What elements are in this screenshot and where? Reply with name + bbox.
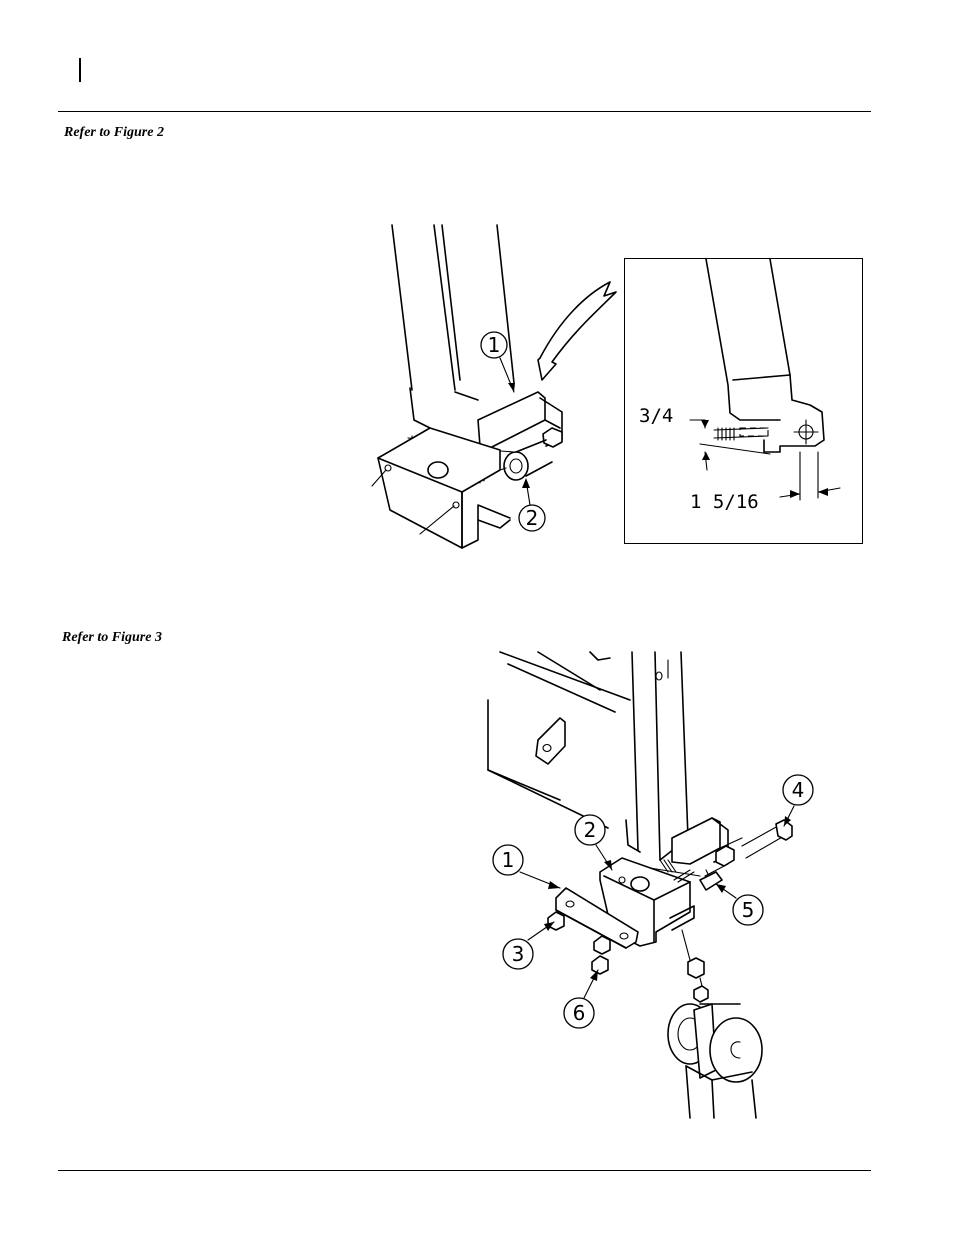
fig3-bolt (741, 819, 793, 859)
fig3-callout-1-label: 1 (502, 848, 515, 872)
fig2-callout-1: 1 (480, 331, 515, 393)
heading-refer-figure-3: Refer to Figure 3 (62, 630, 162, 645)
fig3-clamp-plate (555, 887, 639, 949)
fig3-upright-tube (631, 651, 689, 861)
fig3-wheel-assembly (667, 1003, 763, 1119)
fig2-bracket (371, 387, 563, 549)
fig3-callout-2: 2 (574, 814, 613, 871)
fig3-callout-6-label: 6 (573, 1001, 586, 1025)
fig3-carriage-bolt (681, 929, 709, 1003)
footer-rule (58, 1170, 871, 1171)
fig3-callout-4: 4 (782, 774, 814, 827)
margin-change-bar (79, 58, 81, 82)
fig3-callout-4-label: 4 (792, 778, 805, 802)
fig3-frame-beam (487, 651, 631, 829)
fig2-dim-3-4: 3/4 (639, 405, 673, 427)
heading-refer-figure-2: Refer to Figure 2 (64, 125, 164, 140)
fig3-callout-5: 5 (715, 883, 764, 926)
fig3-callout-3: 3 (502, 921, 555, 970)
fig3-upper-bracket (625, 817, 743, 883)
fig2-callout-2: 2 (518, 478, 546, 532)
fig2-detail-arrow (537, 281, 617, 381)
fig3-callout-2-label: 2 (584, 818, 597, 842)
fig2-upright-tube (391, 224, 515, 391)
fig3-callout-3-label: 3 (512, 942, 525, 966)
fig3-spacer (699, 871, 723, 891)
fig3-nuts (547, 911, 611, 975)
fig3-callout-1: 1 (492, 844, 561, 889)
fig2-dim-1-5-16: 1 5/16 (690, 491, 759, 513)
fig2-detail-box (624, 258, 863, 544)
fig2-callout-2-label: 2 (526, 506, 539, 530)
header-rule (58, 111, 871, 112)
fig3-callout-5-label: 5 (742, 898, 755, 922)
fig3-callout-6: 6 (563, 969, 599, 1029)
fig2-callout-1-label: 1 (488, 333, 501, 357)
